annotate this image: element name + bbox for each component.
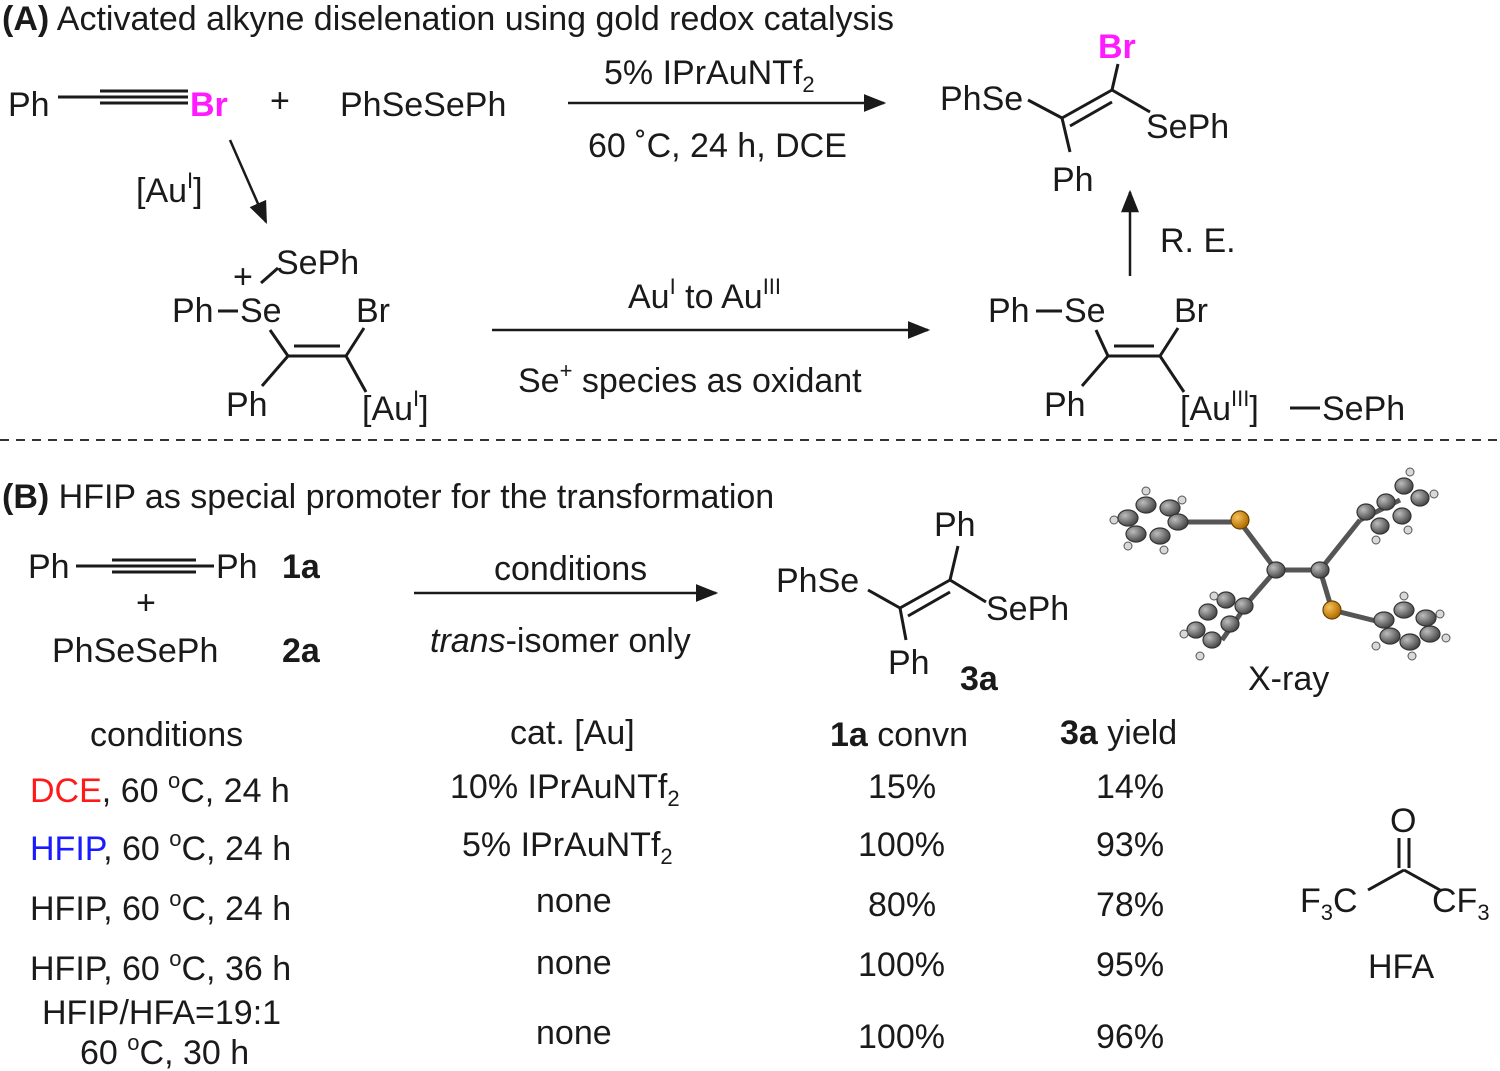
last-row-conversion: 100%	[858, 1018, 945, 1056]
product-a-phse: PhSe	[940, 80, 1023, 118]
re-label: R. E.	[1160, 222, 1236, 260]
row-2-conditions: HFIP, 60 oC, 24 h	[30, 826, 291, 868]
sm2-diselenide: PhSeSePh	[52, 632, 218, 670]
product-3a-id: 3a	[960, 660, 999, 698]
int1-se: Se	[240, 292, 282, 330]
int1-plus-charge: +	[233, 258, 253, 296]
au-catalyst-label: [AuI]	[136, 168, 203, 210]
header-yield: 3a yield	[1060, 714, 1177, 752]
header-conversion: 1a convn	[830, 716, 968, 754]
int2-br: Br	[1174, 292, 1208, 330]
xray-label: X-ray	[1248, 660, 1329, 698]
sm1-id: 1a	[282, 548, 321, 586]
sm2-id: 2a	[282, 632, 321, 670]
panel-b-plus: +	[136, 584, 156, 622]
arrow-trans-label: trans-isomer only	[430, 622, 691, 660]
int1-au: [AuI]	[362, 386, 429, 428]
row-4-conditions: HFIP, 60 oC, 36 h	[30, 946, 291, 988]
int1-br: Br	[356, 292, 390, 330]
panel-b-title: HFIP as special promoter for the transfo…	[59, 478, 775, 516]
product-3a-phse: PhSe	[776, 562, 859, 600]
product-a-seph: SePh	[1146, 108, 1229, 146]
au-coordination-arrow	[228, 139, 268, 225]
intermediate-2-structure	[1036, 309, 1320, 410]
sm1-triple-bond	[76, 558, 214, 574]
xray-structure-image	[1109, 467, 1451, 661]
panel-a-label: (A)	[2, 0, 49, 38]
reactant2-diselenide: PhSeSePh	[340, 86, 506, 124]
catalyst-label: 5% IPrAuNTf2	[604, 54, 815, 97]
row-2-yield: 93%	[1096, 826, 1164, 864]
row-3-conditions: HFIP, 60 oC, 24 h	[30, 886, 291, 928]
row-2-catalyst: 5% IPrAuNTf2	[462, 826, 673, 869]
last-row-conditions-line1: HFIP/HFA=19:1	[42, 994, 281, 1032]
hfa-cf3: CF3	[1432, 882, 1490, 925]
intermediate-1-structure	[218, 266, 368, 393]
row-1-yield: 14%	[1096, 768, 1164, 806]
panel-a-title: Activated alkyne diselenation using gold…	[57, 0, 894, 38]
arrow-conditions-label: conditions	[494, 550, 647, 588]
int2-se: Se	[1064, 292, 1106, 330]
hfa-oxygen: O	[1390, 802, 1416, 840]
row-2-conversion: 100%	[858, 826, 945, 864]
row-1-conversion: 15%	[868, 768, 936, 806]
panel-b-label: (B)	[2, 478, 49, 516]
sm1-ph-left: Ph	[28, 548, 70, 586]
row-3-catalyst: none	[536, 882, 612, 920]
panel-b-heading: (B) HFIP as special promoter for the tra…	[2, 478, 774, 516]
last-row-conditions-line2: 60 oC, 30 h	[80, 1030, 249, 1071]
alkyne-triple-bond	[58, 89, 188, 105]
sm1-ph-right: Ph	[216, 548, 258, 586]
row-1-catalyst: 10% IPrAuNTf2	[450, 768, 680, 811]
row-1-conditions: DCE, 60 oC, 24 h	[30, 768, 290, 810]
row-4-catalyst: none	[536, 944, 612, 982]
reactant1-br: Br	[190, 86, 228, 124]
last-row-catalyst: none	[536, 1014, 612, 1052]
product-a-br: Br	[1098, 28, 1136, 66]
hfa-label: HFA	[1368, 948, 1434, 986]
product-a-structure	[1027, 63, 1151, 153]
int1-ph: Ph	[172, 292, 214, 330]
product-3a-ph-bottom: Ph	[888, 644, 930, 682]
product-a-ph: Ph	[1052, 161, 1094, 199]
int2-seph: SePh	[1322, 390, 1405, 428]
int2-au: [AuIII]	[1180, 386, 1259, 428]
row-3-conversion: 80%	[868, 886, 936, 924]
row-3-yield: 78%	[1096, 886, 1164, 924]
header-catalyst: cat. [Au]	[510, 714, 635, 752]
int1-seph: SePh	[276, 244, 359, 282]
int1-ph-lower: Ph	[226, 386, 268, 424]
oxidation-label-line2: Se+ species as oxidant	[518, 358, 862, 400]
oxidation-label-line1: AuI to AuIII	[628, 274, 781, 316]
conditions-table: DCE, 60 oC, 24 h 10% IPrAuNTf2 15% 14% HFIP,…	[30, 768, 1164, 988]
int2-ph: Ph	[988, 292, 1030, 330]
product-3a-structure	[867, 545, 987, 641]
header-conditions: conditions	[90, 716, 243, 754]
panel-a-plus: +	[270, 82, 290, 120]
reactant1-ph: Ph	[8, 86, 50, 124]
panel-a-heading: (A) Activated alkyne diselenation using …	[2, 0, 894, 38]
hfa-structure	[1367, 838, 1441, 892]
row-4-yield: 95%	[1096, 946, 1164, 984]
product-3a-seph: SePh	[986, 590, 1069, 628]
int2-ph-lower: Ph	[1044, 386, 1086, 424]
row-4-conversion: 100%	[858, 946, 945, 984]
hfa-f3c: F3C	[1300, 882, 1358, 925]
product-3a-ph-top: Ph	[934, 506, 976, 544]
last-row-yield: 96%	[1096, 1018, 1164, 1056]
reaction-conditions: 60 ˚C, 24 h, DCE	[588, 127, 847, 165]
